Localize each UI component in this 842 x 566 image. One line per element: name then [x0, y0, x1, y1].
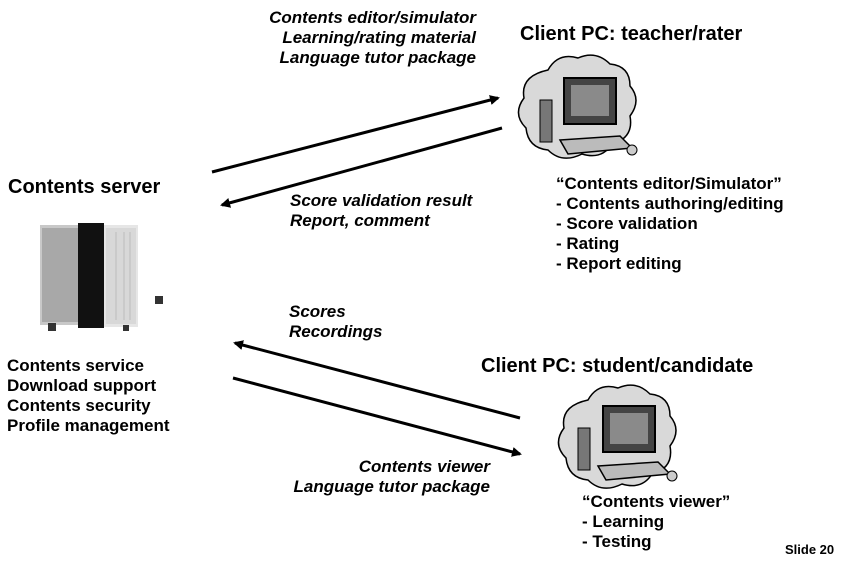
service-item: Download support [7, 376, 157, 395]
label-from-student: Scores Recordings [289, 302, 383, 341]
service-item: Profile management [7, 416, 170, 435]
feature-item: - Report editing [556, 254, 682, 273]
feature-item: - Rating [556, 234, 620, 253]
feature-item: - Contents authoring/editing [556, 194, 784, 213]
teacher-app-name: “Contents editor/Simulator” [556, 174, 782, 193]
arrow-teacher-to-server [220, 126, 503, 208]
server-services: Contents service Download support Conten… [7, 356, 170, 436]
feature-item: - Score validation [556, 214, 698, 233]
service-item: Contents service [7, 356, 144, 375]
teacher-title: Client PC: teacher/rater [520, 23, 743, 45]
feature-item: - Testing [582, 532, 652, 551]
slide-number: Slide 20 [785, 542, 835, 557]
arrow-server-to-teacher [211, 95, 500, 174]
label-to-student: Contents viewer Language tutor package [293, 457, 490, 496]
arrow-student-to-server [233, 340, 521, 420]
service-item: Contents security [7, 396, 151, 415]
student-features: “Contents viewer” - Learning - Testing [582, 492, 730, 552]
server-title: Contents server [8, 176, 161, 198]
teacher-features: “Contents editor/Simulator” - Contents a… [556, 174, 784, 274]
student-app-name: “Contents viewer” [582, 492, 731, 511]
feature-item: - Learning [582, 512, 665, 531]
label-from-teacher: Score validation result Report, comment [290, 191, 473, 230]
label-to-teacher: Contents editor/simulator Learning/ratin… [269, 8, 476, 67]
student-title: Client PC: student/candidate [481, 355, 754, 377]
arrow-server-to-student [232, 376, 522, 457]
